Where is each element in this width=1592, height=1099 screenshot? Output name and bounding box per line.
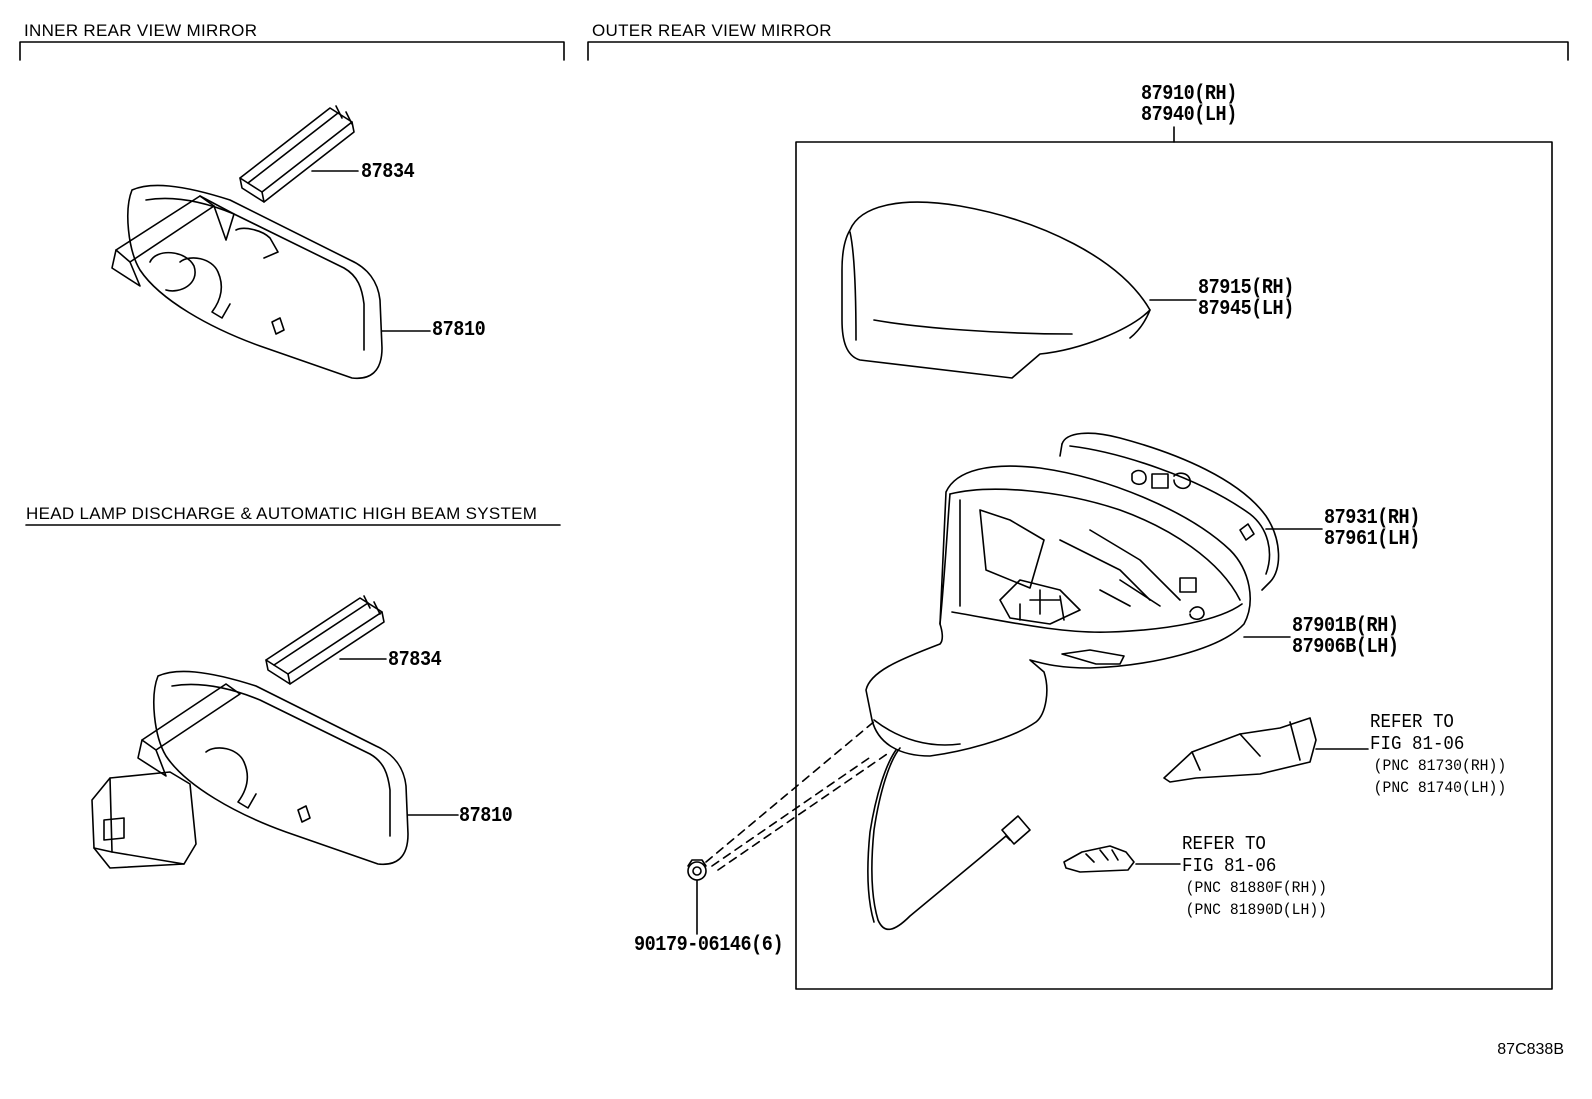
signal-refer-line4: (PNC 81740(LH)) bbox=[1373, 779, 1507, 797]
part-number-housing-lh[interactable]: 87961(LH) bbox=[1324, 528, 1420, 551]
turn-signal-lens bbox=[1164, 718, 1316, 782]
mirror-body bbox=[866, 466, 1250, 756]
part-number-inner-mirror[interactable]: 87810 bbox=[432, 319, 486, 342]
part-number-hl-mirror[interactable]: 87810 bbox=[459, 805, 513, 828]
hl-mirror bbox=[92, 671, 408, 868]
headlamp-section-title: HEAD LAMP DISCHARGE & AUTOMATIC HIGH BEA… bbox=[26, 504, 538, 523]
puddle-lamp bbox=[1064, 846, 1134, 872]
part-number-inner-cover[interactable]: 87834 bbox=[361, 161, 415, 184]
part-number-assy-lh[interactable]: 87940(LH) bbox=[1141, 104, 1237, 127]
part-number-housing-rh[interactable]: 87931(RH) bbox=[1324, 507, 1420, 530]
part-number-body-rh[interactable]: 87901B(RH) bbox=[1292, 615, 1399, 638]
signal-refer-line3: (PNC 81730(RH)) bbox=[1373, 757, 1507, 775]
figure-code: 87C838B bbox=[1497, 1041, 1564, 1058]
inner-mirror-cover bbox=[240, 106, 354, 202]
lamp-refer-note[interactable]: REFER TO FIG 81-06 (PNC 81880F(RH)) (PNC… bbox=[1182, 833, 1327, 921]
mirror-cover bbox=[842, 202, 1150, 378]
camera-housing bbox=[92, 772, 196, 868]
hl-mirror-cover bbox=[266, 596, 384, 684]
outer-section-bracket bbox=[588, 42, 1568, 60]
part-number-assy-rh[interactable]: 87910(RH) bbox=[1141, 83, 1237, 106]
part-number-body-lh[interactable]: 87906B(LH) bbox=[1292, 636, 1399, 659]
part-number-hl-cover[interactable]: 87834 bbox=[388, 649, 442, 672]
mirror-housing bbox=[1060, 433, 1279, 590]
inner-mirror bbox=[112, 185, 382, 378]
part-number-cover-lh[interactable]: 87945(LH) bbox=[1198, 298, 1294, 321]
part-number-cover-rh[interactable]: 87915(RH) bbox=[1198, 277, 1294, 300]
nut bbox=[688, 860, 706, 880]
signal-refer-note[interactable]: REFER TO FIG 81-06 (PNC 81730(RH)) (PNC … bbox=[1370, 711, 1506, 799]
outer-assembly-box bbox=[796, 142, 1552, 989]
lamp-refer-line3: (PNC 81880F(RH)) bbox=[1185, 879, 1328, 897]
lamp-refer-line4: (PNC 81890D(LH)) bbox=[1185, 901, 1328, 919]
wire-harness bbox=[868, 748, 1030, 929]
signal-refer-line1: REFER TO bbox=[1370, 711, 1454, 733]
lamp-refer-line2: FIG 81-06 bbox=[1182, 855, 1277, 877]
outer-section-title: OUTER REAR VIEW MIRROR bbox=[592, 21, 832, 40]
inner-section-bracket bbox=[20, 42, 564, 60]
install-dashed-lines bbox=[706, 720, 890, 870]
signal-refer-line2: FIG 81-06 bbox=[1370, 733, 1465, 755]
lamp-refer-line1: REFER TO bbox=[1182, 833, 1266, 855]
inner-section-title: INNER REAR VIEW MIRROR bbox=[24, 21, 258, 40]
part-number-nut[interactable]: 90179-06146(6) bbox=[634, 934, 784, 957]
